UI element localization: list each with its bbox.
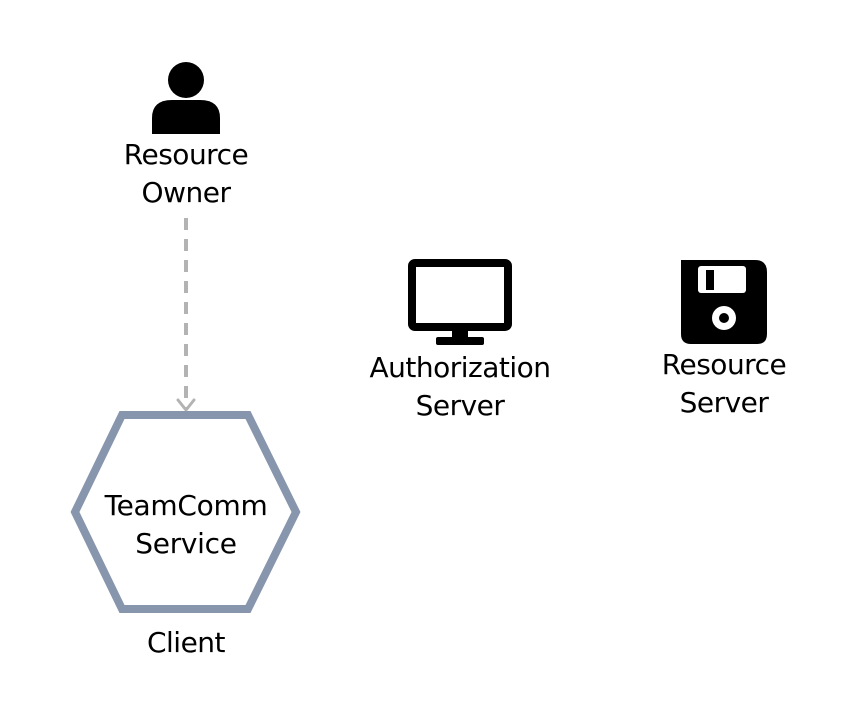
edge-resource-owner-to-client xyxy=(176,218,196,412)
resource-owner-label-line-2: Owner xyxy=(141,176,231,209)
client-hexagon[interactable] xyxy=(70,411,301,613)
authorization-server-label: Authorization Server xyxy=(350,349,570,425)
monitor-icon xyxy=(408,259,512,345)
resource-owner-label-line-1: Resource xyxy=(123,138,249,171)
client-caption: Client xyxy=(96,624,276,662)
floppy-disk-icon xyxy=(681,260,767,344)
client-caption-text: Client xyxy=(146,626,226,659)
arrowhead-icon xyxy=(176,398,196,412)
authorization-server-label-line-2: Server xyxy=(415,389,505,422)
authorization-server-label-line-1: Authorization xyxy=(369,351,551,384)
resource-server-label-line-2: Server xyxy=(679,386,769,419)
client-hexagon-text: TeamComm Service xyxy=(86,487,286,563)
client-inner-line-1: TeamComm xyxy=(104,489,268,522)
resource-server-label-line-1: Resource xyxy=(661,348,787,381)
user-icon xyxy=(152,62,220,134)
resource-server-label: Resource Server xyxy=(634,346,814,422)
client-inner-line-2: Service xyxy=(135,527,237,560)
resource-owner-label: Resource Owner xyxy=(96,136,276,212)
